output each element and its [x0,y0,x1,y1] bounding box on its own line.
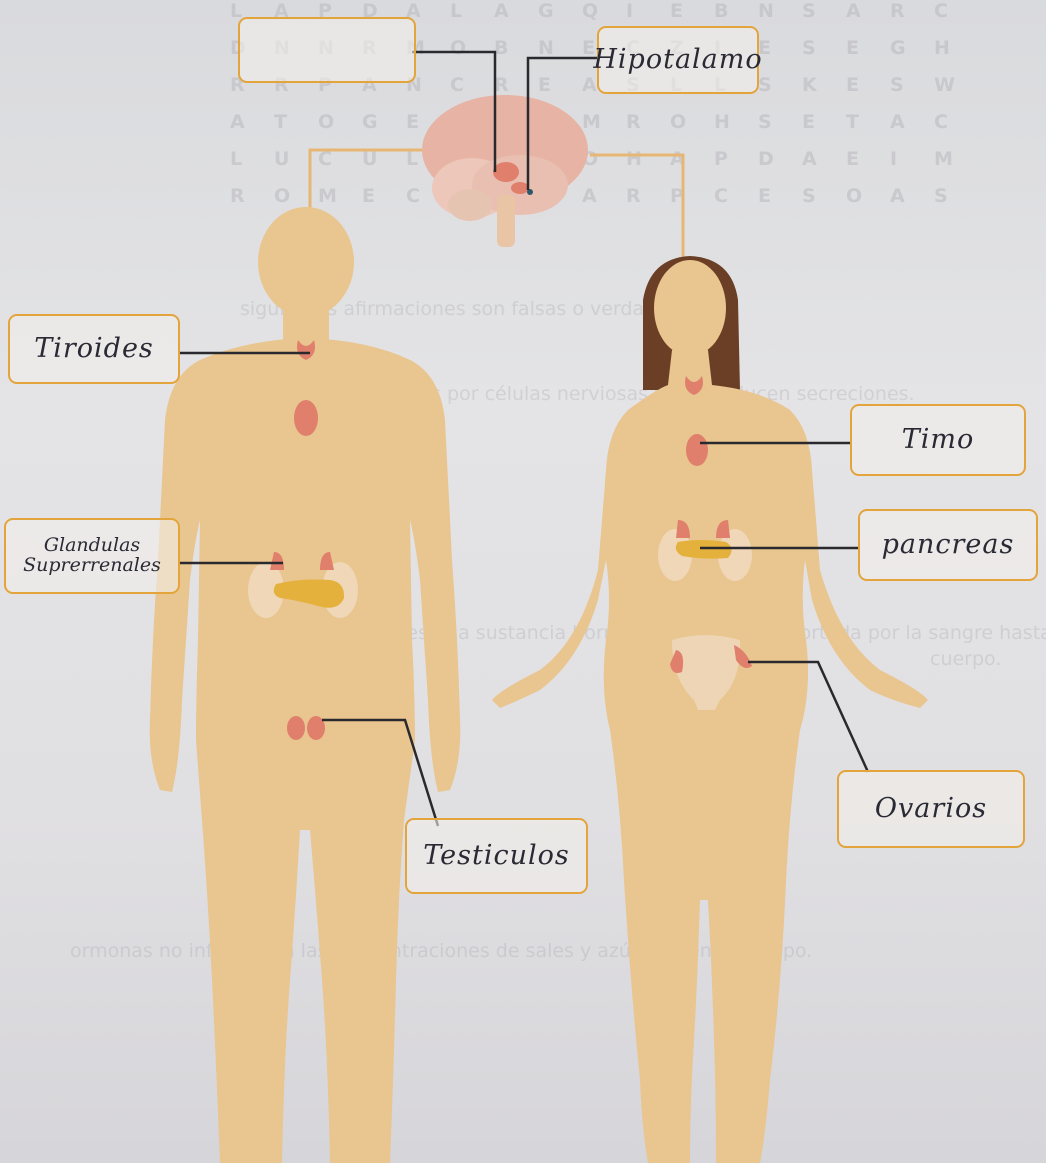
male-testis-left [287,716,305,740]
label-glandulas-suprarrenales: Glandulas Suprerrenales [4,518,180,594]
label-tiroides: Tiroides [8,314,180,384]
label-hipotalamo: Hipotalamo [597,26,759,94]
label-top-left-box [238,17,416,83]
female-thymus [686,434,708,466]
label-timo: Timo [850,404,1026,476]
label-ovarios: Ovarios [837,770,1025,848]
female-pancreas [676,540,732,559]
male-thymus [294,400,318,436]
label-testiculos: Testiculos [405,818,588,894]
brain-illustration [422,95,588,247]
label-pancreas: pancreas [858,509,1038,581]
